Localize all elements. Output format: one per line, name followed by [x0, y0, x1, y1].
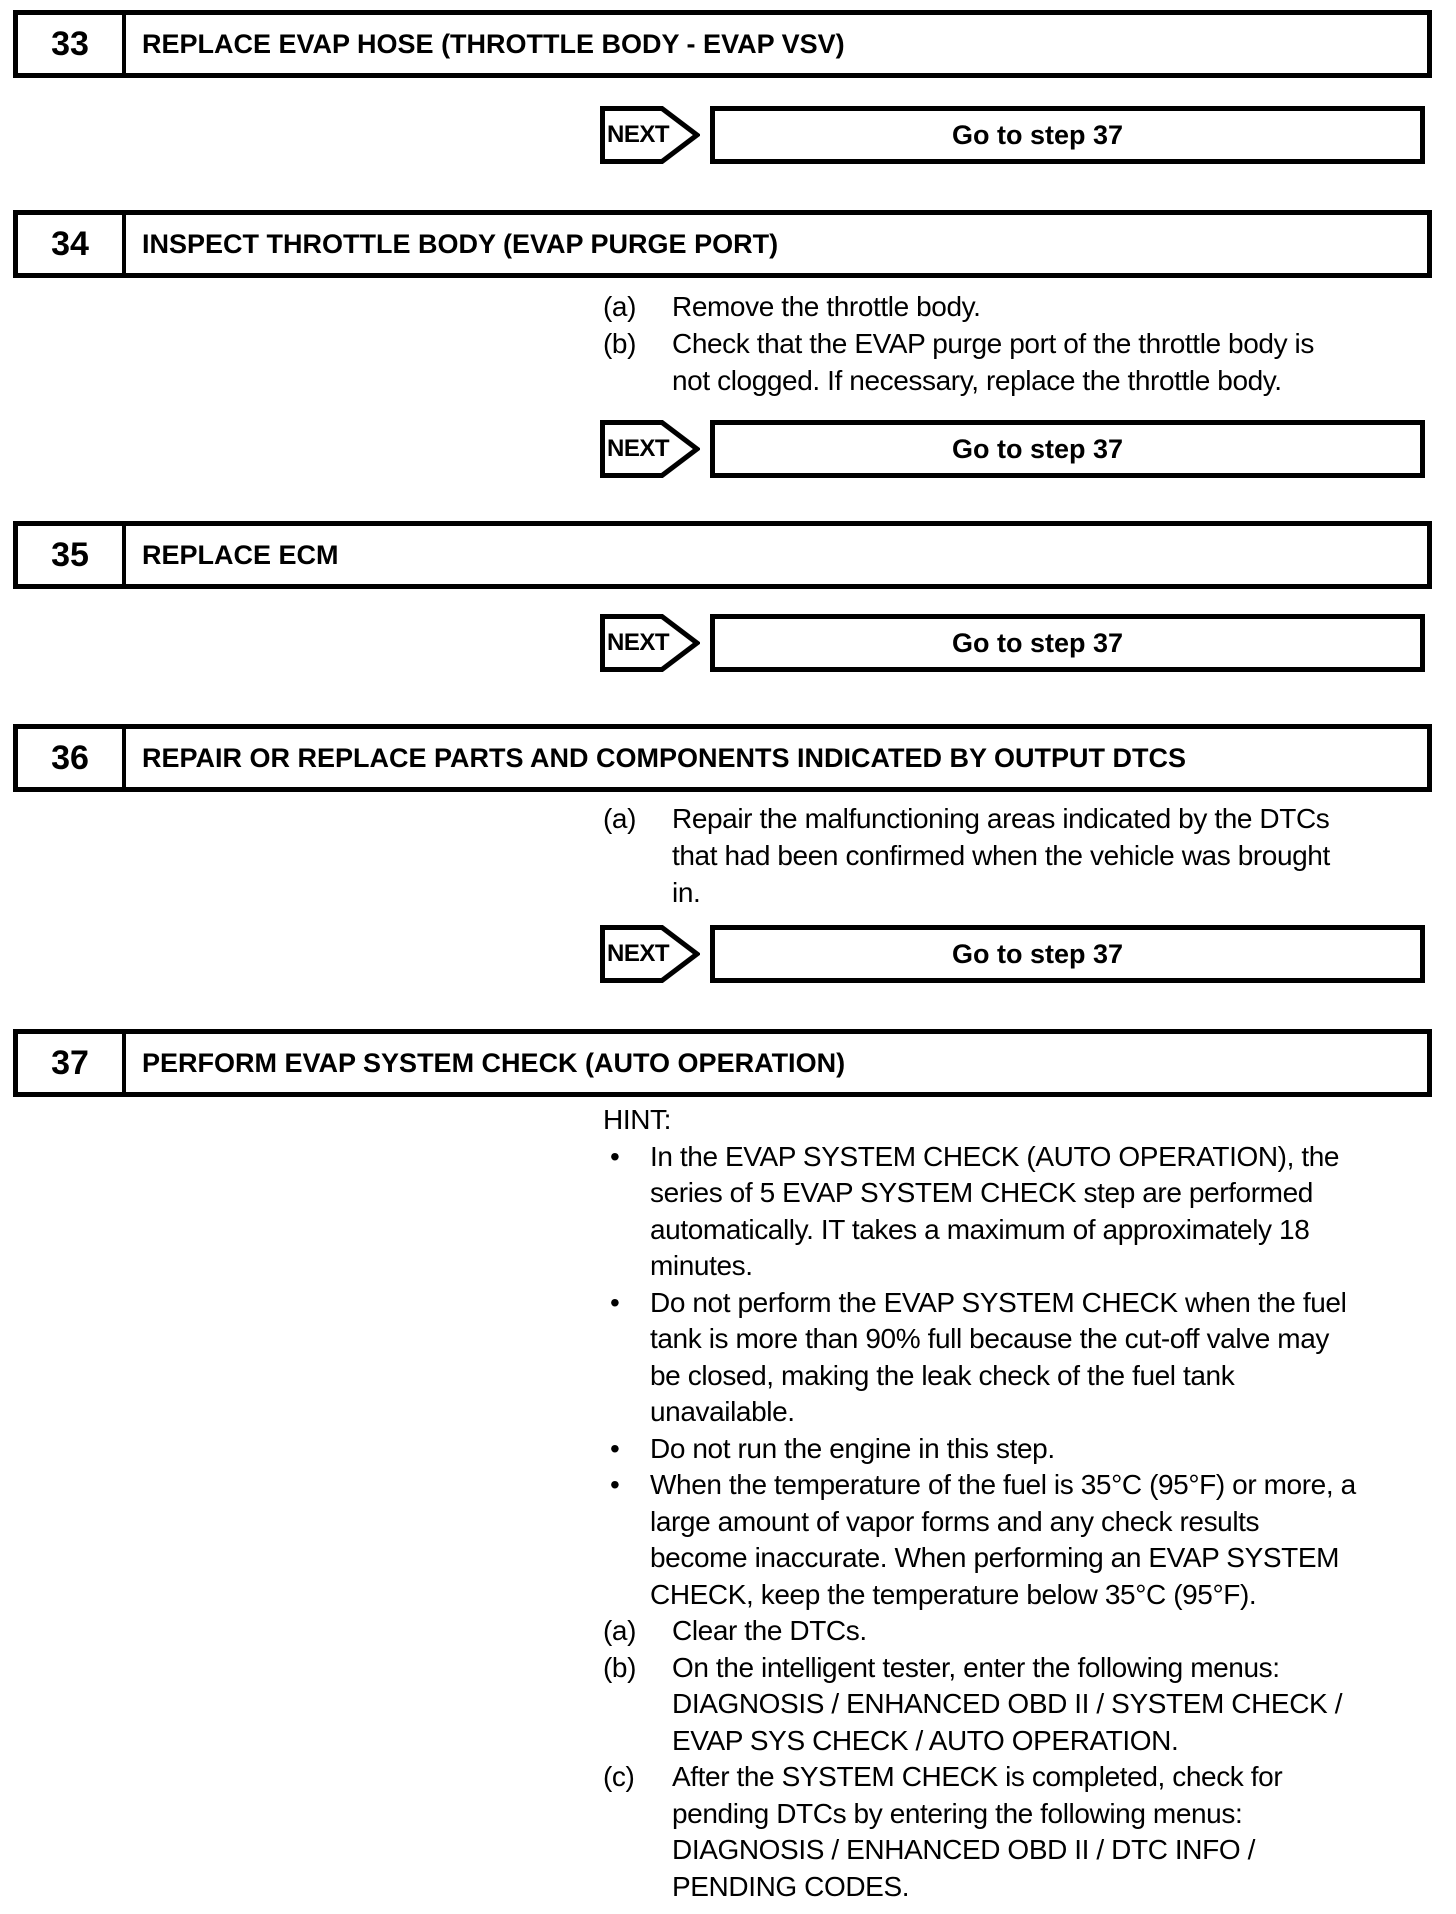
step-title: REPLACE ECM: [142, 539, 339, 570]
hint-item: • Do not perform the EVAP SYSTEM CHECK w…: [603, 1285, 1433, 1431]
text-line: be closed, making the leak check of the …: [650, 1359, 1235, 1391]
next-arrow-icon: NEXT: [600, 614, 702, 672]
bullet-icon: •: [610, 1140, 620, 1172]
hint-item: • When the temperature of the fuel is 35…: [603, 1467, 1433, 1613]
step-title: REPLACE EVAP HOSE (THROTTLE BODY - EVAP …: [142, 28, 845, 59]
step-34-header: 34 INSPECT THROTTLE BODY (EVAP PURGE POR…: [13, 210, 1432, 278]
go-to-step-box: Go to step 37: [710, 420, 1425, 478]
text-line: that had been confirmed when the vehicle…: [672, 840, 1330, 871]
text-line: not clogged. If necessary, replace the t…: [672, 365, 1282, 396]
step-36-body: (a) Repair the malfunctioning areas indi…: [603, 800, 1433, 911]
text-line: EVAP SYS CHECK / AUTO OPERATION.: [672, 1724, 1179, 1756]
next-label: NEXT: [607, 435, 670, 462]
hint-item: • Do not run the engine in this step.: [603, 1431, 1433, 1468]
step-34-body: (a) Remove the throttle body. (b) Check …: [603, 288, 1433, 399]
go-to-step-box: Go to step 37: [710, 614, 1425, 672]
text-line: Remove the throttle body.: [672, 291, 981, 322]
bullet-icon: •: [610, 1286, 620, 1318]
item-label: (a): [603, 291, 637, 322]
step-title: INSPECT THROTTLE BODY (EVAP PURGE PORT): [142, 228, 779, 259]
step-35-header: 35 REPLACE ECM: [13, 521, 1432, 589]
text-line: DIAGNOSIS / ENHANCED OBD II / SYSTEM CHE…: [672, 1688, 1343, 1719]
step-35-next-row: NEXT Go to step 37: [600, 614, 1425, 672]
body-item: (c) After the SYSTEM CHECK is completed,…: [603, 1759, 1433, 1905]
step-number: 33: [18, 15, 126, 73]
text-line: PENDING CODES.: [672, 1870, 910, 1902]
next-arrow-icon: NEXT: [600, 106, 702, 164]
body-item: (b) Check that the EVAP purge port of th…: [603, 325, 1433, 399]
body-item: (a) Repair the malfunctioning areas indi…: [603, 800, 1433, 911]
text-line: When the temperature of the fuel is 35°C…: [650, 1469, 1356, 1500]
step-34-next-row: NEXT Go to step 37: [600, 420, 1425, 478]
next-arrow-shape: [600, 420, 702, 478]
body-item: (a) Clear the DTCs.: [603, 1613, 1433, 1650]
text-line: After the SYSTEM CHECK is completed, che…: [672, 1761, 1283, 1792]
item-label: (c): [603, 1761, 635, 1792]
text-line: Check that the EVAP purge port of the th…: [672, 328, 1314, 359]
text-line: Repair the malfunctioning areas indicate…: [672, 803, 1330, 834]
step-33-header: 33 REPLACE EVAP HOSE (THROTTLE BODY - EV…: [13, 10, 1432, 78]
text-line: DIAGNOSIS / ENHANCED OBD II / DTC INFO /: [672, 1834, 1255, 1865]
body-item: (a) Remove the throttle body.: [603, 288, 1433, 325]
go-to-step-box: Go to step 37: [710, 106, 1425, 164]
step-37-header: 37 PERFORM EVAP SYSTEM CHECK (AUTO OPERA…: [13, 1029, 1432, 1097]
next-label: NEXT: [607, 940, 670, 967]
text-line: automatically. IT takes a maximum of app…: [650, 1213, 1310, 1245]
text-line: unavailable.: [650, 1396, 795, 1427]
step-33-next-row: NEXT Go to step 37: [600, 106, 1425, 164]
text-line: tank is more than 90% full because the c…: [650, 1323, 1330, 1354]
go-to-step-box: Go to step 37: [710, 925, 1425, 983]
step-number: 36: [18, 729, 126, 787]
item-label: (a): [603, 1615, 637, 1646]
text-line: Clear the DTCs.: [672, 1615, 867, 1646]
bullet-icon: •: [610, 1469, 620, 1500]
step-36-next-row: NEXT Go to step 37: [600, 925, 1425, 983]
text-line: minutes.: [650, 1250, 753, 1281]
text-line: In the EVAP SYSTEM CHECK (AUTO OPERATION…: [650, 1140, 1340, 1172]
step-title: PERFORM EVAP SYSTEM CHECK (AUTO OPERATIO…: [142, 1047, 846, 1078]
text-line: large amount of vapor forms and any chec…: [650, 1505, 1260, 1537]
text-line: Do not run the engine in this step.: [650, 1432, 1055, 1464]
step-number: 35: [18, 526, 126, 584]
item-label: (a): [603, 803, 637, 834]
body-item: (b) On the intelligent tester, enter the…: [603, 1650, 1433, 1760]
next-label: NEXT: [607, 121, 670, 148]
item-label: (b): [603, 1651, 637, 1683]
step-number: 34: [18, 215, 126, 273]
next-label: NEXT: [607, 629, 670, 656]
hint-label: HINT:: [603, 1104, 672, 1135]
step-title: REPAIR OR REPLACE PARTS AND COMPONENTS I…: [142, 742, 1187, 773]
hint-item: • In the EVAP SYSTEM CHECK (AUTO OPERATI…: [603, 1139, 1433, 1285]
next-arrow-shape: [600, 106, 702, 164]
step-36-header: 36 REPAIR OR REPLACE PARTS AND COMPONENT…: [13, 724, 1432, 792]
next-arrow-icon: NEXT: [600, 925, 702, 983]
next-arrow-shape: [600, 614, 702, 672]
step-37-body: HINT: • In the EVAP SYSTEM CHECK (AUTO O…: [603, 1102, 1433, 1905]
text-line: series of 5 EVAP SYSTEM CHECK step are p…: [650, 1177, 1313, 1208]
text-line: Do not perform the EVAP SYSTEM CHECK whe…: [650, 1286, 1347, 1318]
next-arrow-icon: NEXT: [600, 420, 702, 478]
bullet-icon: •: [610, 1432, 620, 1464]
text-line: in.: [672, 877, 701, 908]
text-line: CHECK, keep the temperature below 35°C (…: [650, 1578, 1257, 1610]
step-number: 37: [18, 1034, 126, 1092]
text-line: pending DTCs by entering the following m…: [672, 1797, 1243, 1829]
text-line: On the intelligent tester, enter the fol…: [672, 1651, 1280, 1683]
text-line: become inaccurate. When performing an EV…: [650, 1542, 1340, 1573]
next-arrow-shape: [600, 925, 702, 983]
item-label: (b): [603, 328, 637, 359]
